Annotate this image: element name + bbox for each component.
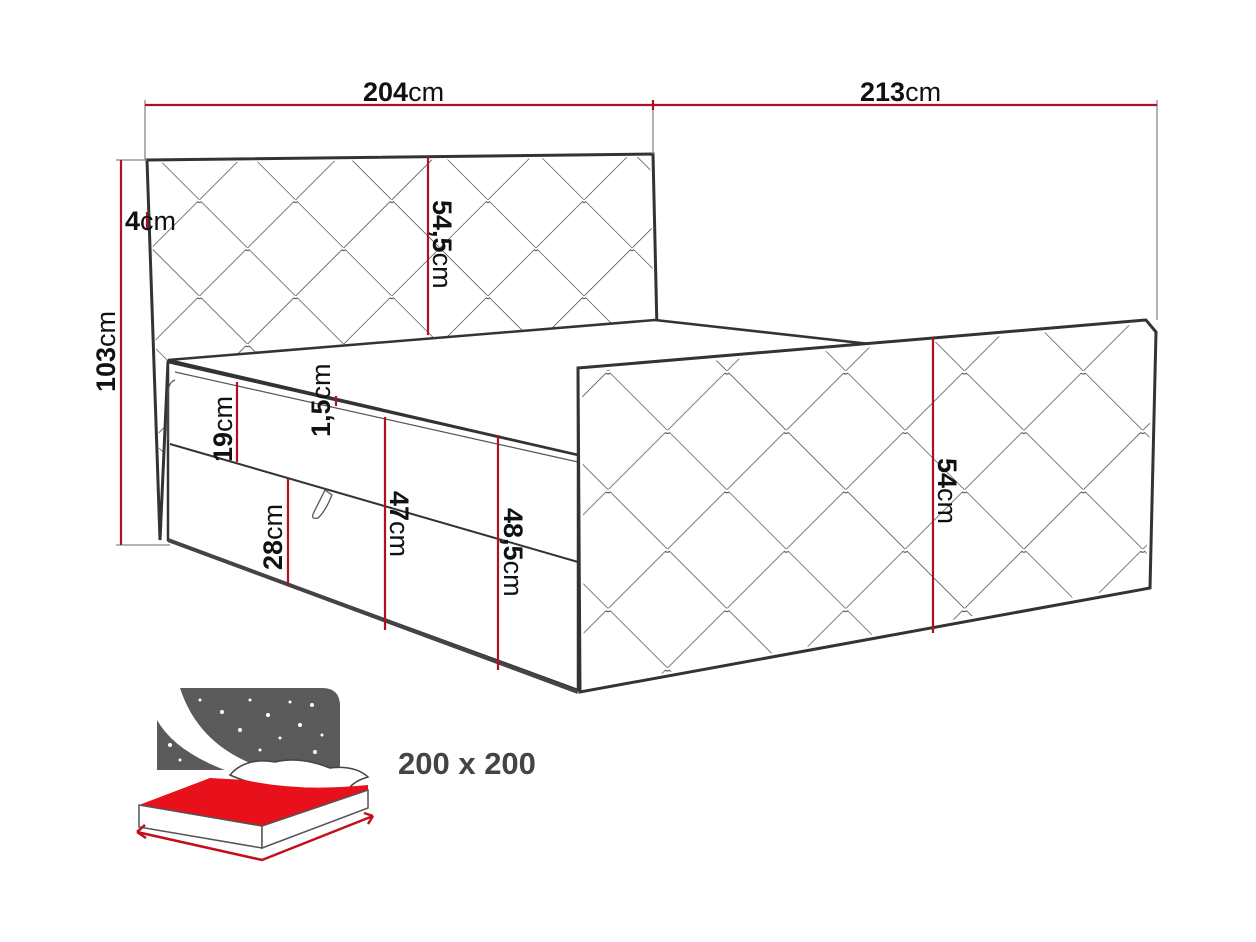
label-headboard-thickness: 4cm	[125, 206, 176, 236]
footboard	[576, 318, 1158, 694]
label-overall-length: 213cm	[860, 77, 941, 107]
stars-icon	[168, 698, 324, 762]
label-topper-thickness: 1,5cm	[306, 363, 336, 437]
storage-handle-icon	[312, 489, 333, 520]
label-sleeping-height: 47cm	[384, 491, 414, 557]
bed-base-side	[166, 360, 580, 694]
label-base-height: 28cm	[258, 504, 288, 570]
label-headboard-height: 54,5cm	[427, 200, 457, 289]
label-overall-width: 204cm	[363, 77, 444, 107]
label-footboard-height: 54cm	[932, 458, 962, 524]
label-sleeping-height-topper: 48,5cm	[498, 508, 528, 597]
mattress-size-label: 200 x 200	[398, 746, 536, 781]
dimension-lines	[119, 100, 1157, 670]
mattress-size-icon	[136, 688, 375, 862]
label-mattress-height: 19cm	[208, 396, 238, 462]
label-total-height: 103cm	[91, 311, 121, 392]
